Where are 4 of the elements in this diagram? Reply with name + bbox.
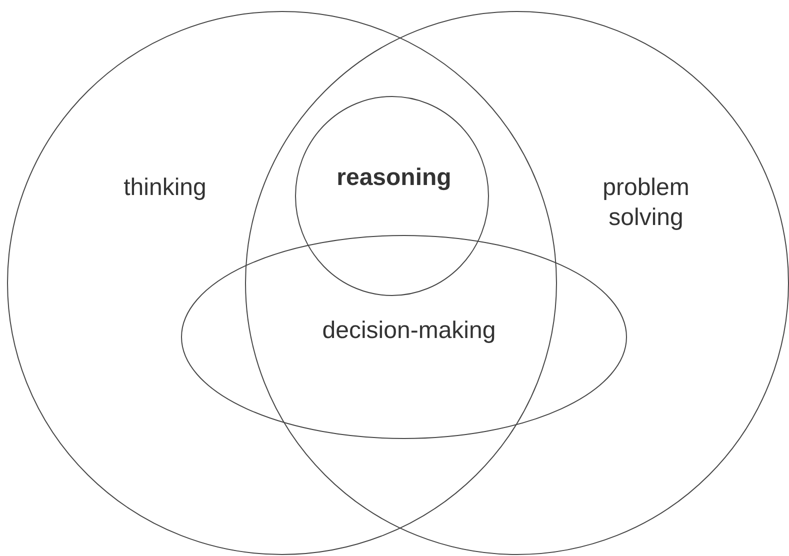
set-label: reasoning bbox=[336, 163, 452, 193]
set-label: thinking bbox=[122, 173, 208, 203]
set-label: problem solving bbox=[602, 173, 690, 233]
set-label: decision-making bbox=[321, 316, 497, 346]
